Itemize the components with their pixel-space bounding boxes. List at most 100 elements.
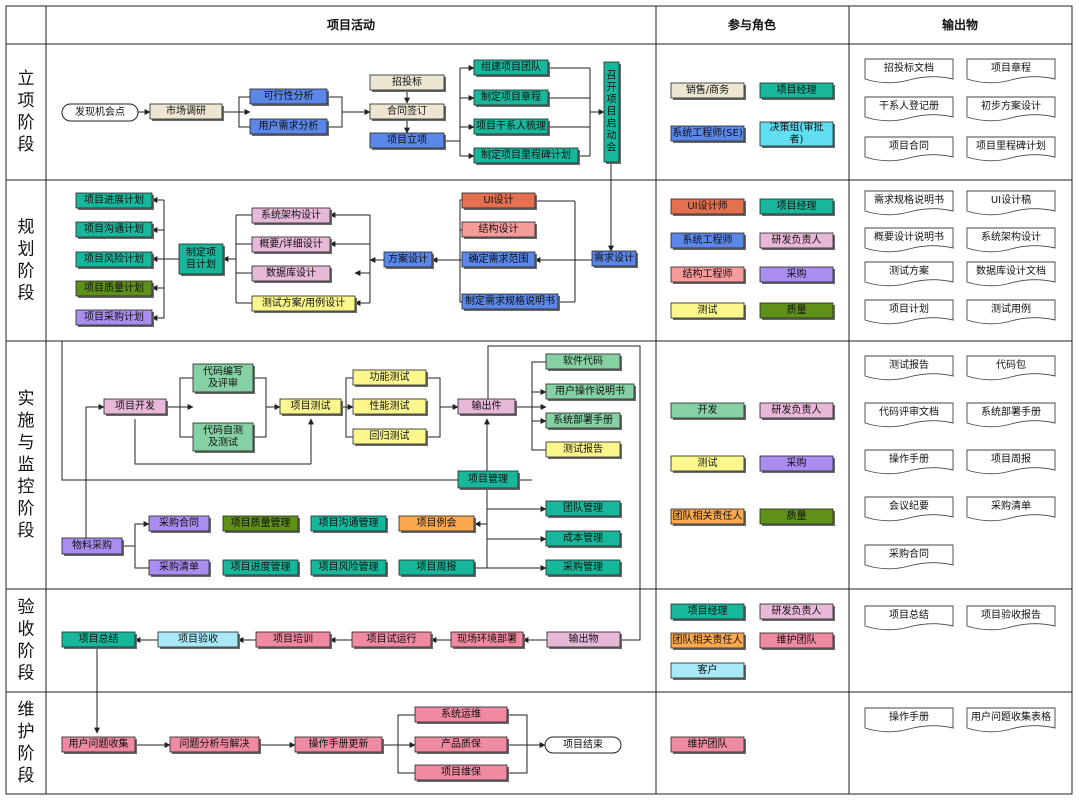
node-team-mgmt-label: 团队管理 xyxy=(563,501,603,514)
output-s1-5: 项目合同 xyxy=(864,136,954,162)
node-risk-mgmt: 项目风险管理 xyxy=(310,559,388,577)
output-s1-4: 初步方案设计 xyxy=(966,96,1056,122)
node-test-report: 测试报告 xyxy=(545,441,622,459)
output-s3-9-label: 采购合同 xyxy=(889,547,929,560)
node-struct-design-label: 结构设计 xyxy=(479,222,519,235)
node-market-research-label: 市场调研 xyxy=(166,104,206,117)
node-ops-label: 系统运维 xyxy=(441,707,481,720)
output-s2-6-label: 数据库设计文档 xyxy=(976,264,1046,277)
node-trial-run-label: 项目试运行 xyxy=(367,632,417,645)
stage-label-1: 立项阶段 xyxy=(18,69,35,155)
output-s5-1-label: 操作手册 xyxy=(889,710,929,723)
role-s2-1-label: UI设计师 xyxy=(687,199,727,212)
node-scope-label: 确定需求范围 xyxy=(469,252,529,265)
node-material: 物料采购 xyxy=(61,537,124,556)
node-proj-mgmt: 项目管理 xyxy=(457,470,520,490)
role-s2-7: 测试 xyxy=(670,302,746,320)
role-s4-1-label: 项目经理 xyxy=(688,604,728,617)
role-s3-5-label: 团队相关责任人 xyxy=(673,509,743,522)
node-risk-plan: 项目风险计划 xyxy=(75,251,154,269)
node-manual-update-label: 操作手册更新 xyxy=(309,737,369,750)
node-proj-test-label: 项目测试 xyxy=(291,399,331,412)
output-s3-3: 代码评审文档 xyxy=(864,402,954,428)
role-s1-2-label: 项目经理 xyxy=(777,83,817,96)
role-s3-6-label: 质量 xyxy=(787,510,807,522)
nodes: 发现机会点市场调研可行性分析用户需求分析招投标合同签订项目立项组建项目团队制定项… xyxy=(61,58,1056,782)
stage-label-5: 维护阶段 xyxy=(18,700,35,786)
output-s3-4-label: 系统部署手册 xyxy=(981,405,1041,418)
node-func-test: 功能测试 xyxy=(352,369,428,387)
node-deploy-manual-label: 系统部署手册 xyxy=(553,413,613,426)
role-s4-5: 客户 xyxy=(670,662,746,680)
role-s2-4: 研发负责人 xyxy=(759,232,835,250)
output-s2-2: UI设计稿 xyxy=(966,190,1056,216)
output-s3-6: 项目周报 xyxy=(966,449,1056,475)
node-weekly-report-label: 项目周报 xyxy=(417,560,457,573)
node-comm-mgmt-label: 项目沟通管理 xyxy=(319,516,379,529)
node-quality-plan-label: 项目质量计划 xyxy=(84,281,144,294)
stage-label-4: 验收阶段 xyxy=(18,598,35,684)
output-s3-5: 操作手册 xyxy=(864,449,954,475)
role-s2-6-label: 采购 xyxy=(787,267,807,280)
connector xyxy=(345,377,353,407)
node-progress-plan: 项目进展计划 xyxy=(75,192,154,210)
output-s1-4-label: 初步方案设计 xyxy=(981,99,1041,112)
node-env-deploy-label: 现场环境部署 xyxy=(457,632,517,645)
node-quality-mgmt-label: 项目质量管理 xyxy=(231,516,291,529)
node-scope: 确定需求范围 xyxy=(461,251,537,269)
node-dev: 项目开发 xyxy=(103,398,168,416)
role-s3-3-label: 测试 xyxy=(698,456,718,469)
output-s5-2-label: 用户问题收集表格 xyxy=(971,710,1051,723)
header-roles: 参与角色 xyxy=(728,17,776,32)
node-outline: 概要/详细设计 xyxy=(251,236,332,254)
node-output-docs: 输出件 xyxy=(457,398,517,416)
connector xyxy=(397,714,415,745)
node-purchase-list-label: 采购清单 xyxy=(159,560,199,573)
role-s2-8-label: 质量 xyxy=(787,304,807,316)
node-test-report-label: 测试报告 xyxy=(563,442,603,455)
output-s2-1: 需求规格说明书 xyxy=(864,190,954,216)
connector xyxy=(122,521,150,547)
node-build-team-label: 组建项目团队 xyxy=(481,60,541,73)
role-s4-2-label: 研发负责人 xyxy=(772,604,822,617)
role-s3-6: 质量 xyxy=(759,508,835,526)
table-grid: 项目活动参与角色输出物立项阶段规划阶段实施与监控阶段验收阶段维护阶段 xyxy=(5,5,1073,795)
output-s2-5-label: 测试方案 xyxy=(889,264,929,277)
node-proc-mgmt-label: 采购管理 xyxy=(563,560,603,573)
output-s2-4-label: 系统架构设计 xyxy=(981,230,1041,243)
connector xyxy=(397,745,415,774)
node-purchase-contract-label: 采购合同 xyxy=(159,516,199,529)
output-s4-1: 项目总结 xyxy=(864,605,954,631)
node-quality-plan: 项目质量计划 xyxy=(75,280,154,298)
node-summary-label: 项目总结 xyxy=(79,632,119,645)
node-quality-mgmt: 项目质量管理 xyxy=(222,515,300,533)
node-db: 数据库设计 xyxy=(251,265,332,283)
node-issue-collect: 用户问题收集 xyxy=(61,736,137,754)
node-contract-label: 合同签订 xyxy=(387,104,427,117)
node-kickoff-label: 召开项目启动会 xyxy=(607,71,617,154)
connector xyxy=(426,377,441,438)
node-build-team: 组建项目团队 xyxy=(473,59,550,77)
output-s5-2: 用户问题收集表格 xyxy=(966,707,1056,733)
node-code-review-label: 代码编写及评审 xyxy=(203,365,243,390)
node-project-init-label: 项目立项 xyxy=(387,133,427,146)
role-s3-2: 研发负责人 xyxy=(759,402,835,420)
node-proj-mgmt-label: 项目管理 xyxy=(468,472,508,485)
role-s1-2: 项目经理 xyxy=(759,82,835,100)
connector xyxy=(459,260,462,303)
node-warranty: 产品质保 xyxy=(414,736,509,754)
node-spec: 制定需求规格说明书 xyxy=(461,293,560,311)
output-s2-7-label: 项目计划 xyxy=(889,302,929,315)
role-s4-2: 研发负责人 xyxy=(759,603,835,621)
connector xyxy=(531,361,546,407)
node-schedule-mgmt-label: 项目进度管理 xyxy=(231,560,291,573)
node-req-design: 需求设计 xyxy=(591,250,638,268)
end-node-label: 项目结束 xyxy=(563,738,603,751)
node-user-requirement-label: 用户需求分析 xyxy=(259,119,319,132)
connector xyxy=(61,341,458,481)
node-regress-test-label: 回归测试 xyxy=(370,429,410,442)
role-s2-6: 采购 xyxy=(759,266,835,284)
node-bidding: 招投标 xyxy=(369,74,446,92)
role-s3-5: 团队相关责任人 xyxy=(670,508,746,526)
node-acceptance: 项目验收 xyxy=(157,631,240,649)
